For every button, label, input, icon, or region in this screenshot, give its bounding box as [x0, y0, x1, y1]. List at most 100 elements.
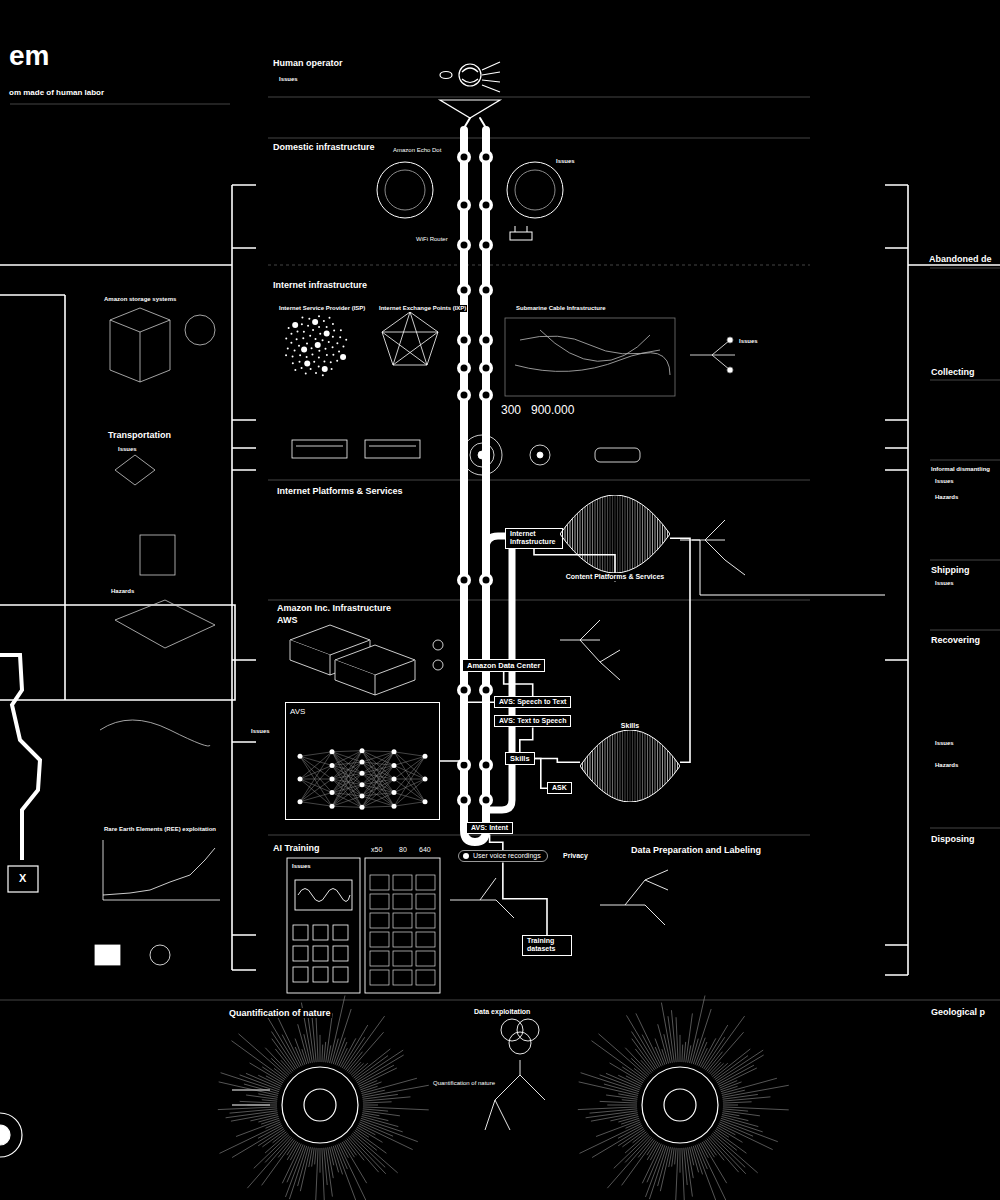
text-label: Issues — [250, 728, 271, 735]
labor-trees — [450, 520, 745, 925]
pipe-ring — [479, 388, 493, 402]
text-label: Hazards — [934, 762, 959, 769]
burst-ray — [650, 1143, 659, 1160]
server-cell — [416, 913, 435, 928]
chip-cell — [313, 925, 328, 940]
process-box: Amazon Data Center — [462, 659, 545, 672]
neural-link — [300, 752, 332, 802]
burst-ray — [254, 1135, 289, 1169]
lens-stripe — [617, 730, 618, 802]
lens-stripe — [650, 495, 651, 573]
burst-ray — [705, 1140, 716, 1156]
burst-ray — [684, 1042, 686, 1062]
pipe-ring — [457, 198, 471, 212]
burst-ray — [266, 1076, 282, 1085]
burst-ray — [247, 1105, 277, 1106]
burst-ray — [658, 1146, 669, 1186]
burst-ray — [676, 1148, 678, 1200]
pipe-ring-core — [483, 577, 490, 584]
isp-dot — [319, 333, 321, 335]
burst-ray — [723, 1105, 738, 1106]
burst-ray — [686, 1148, 693, 1197]
burst-ray — [664, 1034, 671, 1063]
isp-dot — [312, 319, 318, 325]
burst-ray — [261, 1118, 279, 1124]
burst-ray — [287, 1141, 296, 1155]
neural-network — [298, 748, 428, 810]
isp-dot — [296, 330, 298, 332]
isp-dot — [322, 339, 324, 341]
pipe-ring — [479, 150, 493, 164]
server-cell — [416, 894, 435, 909]
burst-ray — [282, 1144, 301, 1184]
isp-dot — [326, 354, 328, 356]
burst-ray — [352, 1133, 397, 1173]
neural-link — [362, 751, 394, 752]
burst-ray — [618, 1125, 642, 1138]
pipe-ring-core — [483, 202, 490, 209]
neural-link — [362, 765, 394, 796]
burst-ray — [321, 1045, 323, 1062]
neural-unit — [392, 777, 397, 782]
burst-ray — [655, 1039, 665, 1065]
platform-lens: Skills — [580, 722, 680, 802]
burst-ray — [675, 1148, 676, 1165]
burst-ray — [359, 1068, 397, 1086]
burst-ray — [262, 1067, 284, 1081]
lens-stripe — [672, 730, 673, 802]
isp-dot — [288, 327, 290, 329]
text-label: Amazon storage systems — [103, 296, 177, 303]
process-box: AVS: Intent — [466, 822, 513, 834]
isp-dot — [342, 345, 344, 347]
burst-ray — [344, 1141, 355, 1157]
isp-dot — [287, 347, 289, 349]
text-label: x50 — [370, 846, 383, 854]
burst-ray — [355, 1130, 387, 1153]
server-cell — [416, 932, 435, 947]
burst-ray — [361, 1078, 416, 1093]
lens-stripe — [607, 495, 608, 573]
lens-stripe — [597, 730, 598, 802]
text-label: Issues — [738, 338, 759, 345]
neural-link — [362, 779, 394, 807]
burst-ray — [618, 1116, 638, 1122]
pipe-ring — [479, 361, 493, 375]
isp-dot — [318, 326, 320, 328]
node-text: Training datasets — [527, 937, 567, 954]
pipe-ring — [479, 333, 493, 347]
burst-ray — [610, 1115, 638, 1121]
burst-ray — [330, 996, 345, 1064]
burst-ray — [693, 1009, 711, 1064]
neural-link — [332, 785, 362, 807]
burst-ray — [337, 1042, 347, 1065]
page-subtitle: om made of human labor — [8, 88, 105, 97]
burst-ray — [316, 1017, 318, 1062]
text-label: Hazards — [934, 494, 959, 501]
burst-ray — [704, 1141, 715, 1157]
chip-cell — [293, 967, 308, 982]
neural-unit — [330, 749, 335, 754]
neural-link — [332, 773, 362, 806]
burst-ray — [287, 1142, 298, 1160]
isp-network — [285, 315, 347, 376]
node-text: Amazon Data Center — [467, 661, 540, 670]
lens-stripe — [622, 730, 623, 802]
process-box: Internet Infrastructure — [505, 528, 563, 549]
lens-stripe — [562, 495, 563, 573]
text-label: Human operator — [272, 58, 344, 68]
neural-link — [394, 779, 425, 806]
lens-stripe — [612, 495, 613, 573]
neural-link — [332, 765, 362, 796]
neural-unit — [360, 771, 365, 776]
text-label: Internet Exchange Points (IXP) — [378, 305, 467, 312]
node-text: Skills — [510, 754, 530, 763]
burst-ray — [262, 1100, 277, 1101]
service-panel: AVS — [285, 702, 440, 820]
neural-unit — [330, 790, 335, 795]
burst-ray — [351, 1135, 385, 1168]
lens-stripe — [647, 495, 648, 573]
burst-ray — [711, 1135, 745, 1168]
lens-stripe — [655, 730, 656, 802]
neural-link — [332, 806, 362, 807]
